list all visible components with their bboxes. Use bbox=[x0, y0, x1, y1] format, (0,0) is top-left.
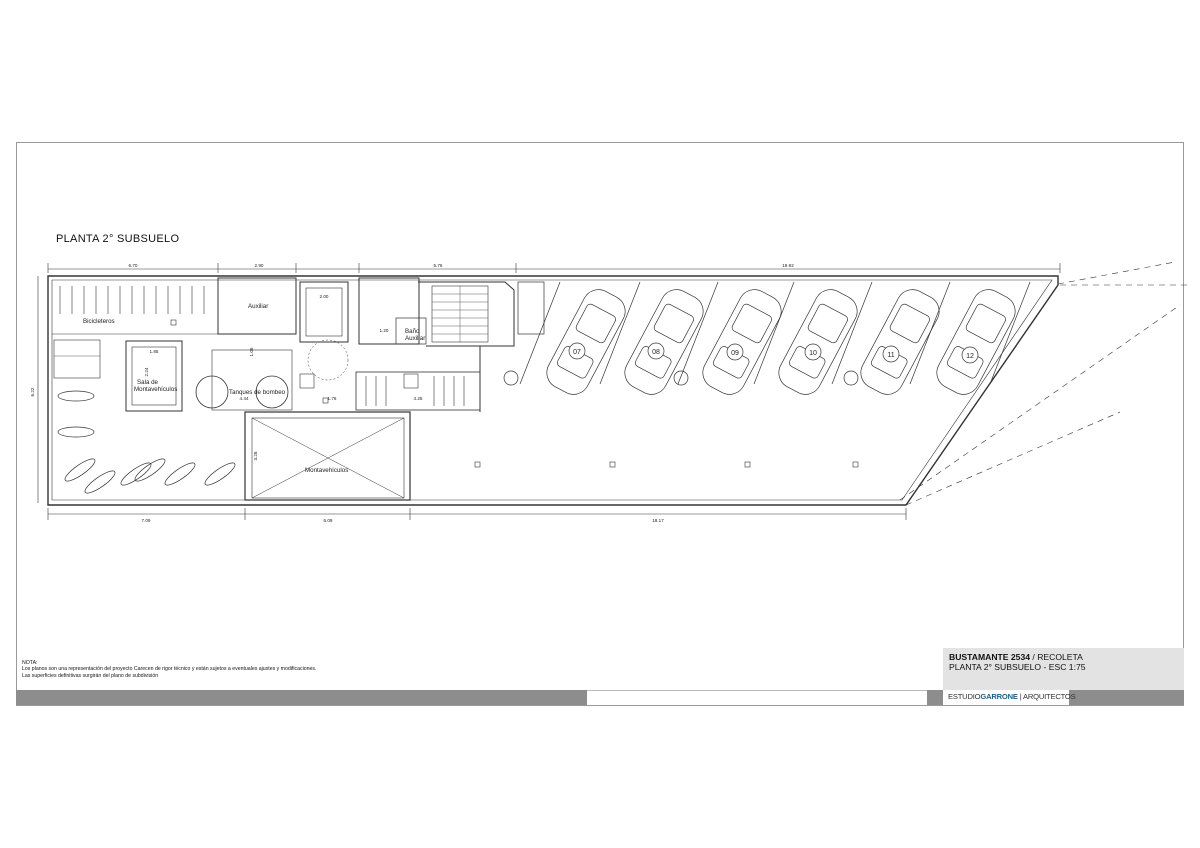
title-block bbox=[943, 648, 1184, 690]
dimension-label: 2.00 bbox=[320, 294, 329, 299]
dimension-label: 2.24 bbox=[144, 367, 149, 376]
dimension-label: 7.09 bbox=[142, 518, 151, 523]
plan-title: PLANTA 2° SUBSUELO bbox=[56, 233, 180, 245]
motorcycle-spaces bbox=[57, 390, 236, 494]
car-space-number: 09 bbox=[731, 350, 739, 357]
dimension-label: 5.76 bbox=[434, 263, 443, 268]
dimension-label: 6.22 bbox=[30, 387, 35, 396]
logo-studio: ESTUDIO bbox=[948, 692, 981, 701]
logo-garrone: GARRONE bbox=[980, 692, 1018, 701]
dimension-label: 4.25 bbox=[414, 396, 423, 401]
dimension-label: 3.28 bbox=[253, 451, 258, 460]
note-line: Los planos son una representación del pr… bbox=[22, 666, 317, 673]
project-name: BUSTAMANTE 2534 bbox=[949, 652, 1031, 662]
drawing-sheet bbox=[16, 142, 1184, 706]
project-line: BUSTAMANTE 2534 / RECOLETA bbox=[949, 652, 1083, 662]
car-10 bbox=[778, 289, 858, 395]
room-label-bano: Auxiliar bbox=[405, 335, 425, 342]
dimension-label: 1.20 bbox=[380, 328, 389, 333]
room-label-sala: Montavehículos bbox=[134, 386, 177, 393]
note-line: Las superficies definitivas surgirán del… bbox=[22, 672, 159, 679]
note-block: NOTA: Los planos son una representación … bbox=[22, 660, 582, 679]
room-label-bicicleteros: Bicicleteros bbox=[83, 318, 115, 325]
dimension-label: 1.06 bbox=[249, 347, 254, 356]
bicycle-rack-lower bbox=[365, 376, 465, 406]
room-label-tanques: Tanques de bombeo bbox=[229, 389, 286, 396]
car-space-number: 10 bbox=[809, 350, 817, 357]
bottom-band-blank bbox=[587, 690, 927, 705]
dimension-label: 6.09 bbox=[324, 518, 333, 523]
room-label-montavehiculos: Montavehículos bbox=[305, 467, 348, 474]
room-label-auxiliar: Auxiliar bbox=[248, 303, 268, 310]
car-space-number: 08 bbox=[652, 349, 660, 356]
parking-stall-lines bbox=[519, 281, 1031, 385]
dimension-label: 1.76 bbox=[328, 396, 337, 401]
dimension-label: 6.70 bbox=[129, 263, 138, 268]
dimension-label: 2.90 bbox=[255, 263, 264, 268]
logo-box bbox=[943, 690, 1069, 705]
car-12 bbox=[936, 289, 1016, 395]
room-label-sala: Sala de bbox=[137, 379, 159, 386]
car-11 bbox=[860, 289, 940, 395]
car-space-number: 12 bbox=[966, 353, 974, 360]
room-label-bano: Baño bbox=[405, 328, 420, 335]
sheet-title: PLANTA 2° SUBSUELO - ESC 1:75 bbox=[949, 662, 1086, 672]
project-location: / RECOLETA bbox=[1030, 652, 1083, 662]
dimension-label: 1.85 bbox=[150, 349, 159, 354]
dimension-label: 19.92 bbox=[782, 263, 794, 268]
dimension-label: 18.17 bbox=[652, 518, 664, 523]
note-heading: NOTA: bbox=[22, 660, 38, 666]
logo-separator: | bbox=[1017, 692, 1023, 701]
car-space-number: 07 bbox=[573, 349, 581, 356]
car-07 bbox=[546, 289, 626, 395]
dimension-label: 4.44 bbox=[240, 396, 249, 401]
logo-arquitectos: ARQUITECTOS bbox=[1022, 692, 1076, 701]
car-space-number: 11 bbox=[887, 352, 894, 359]
studio-logo: ESTUDIOGARRONE | ARQUITECTOS bbox=[948, 692, 1076, 701]
bicycle-rack bbox=[59, 286, 205, 314]
